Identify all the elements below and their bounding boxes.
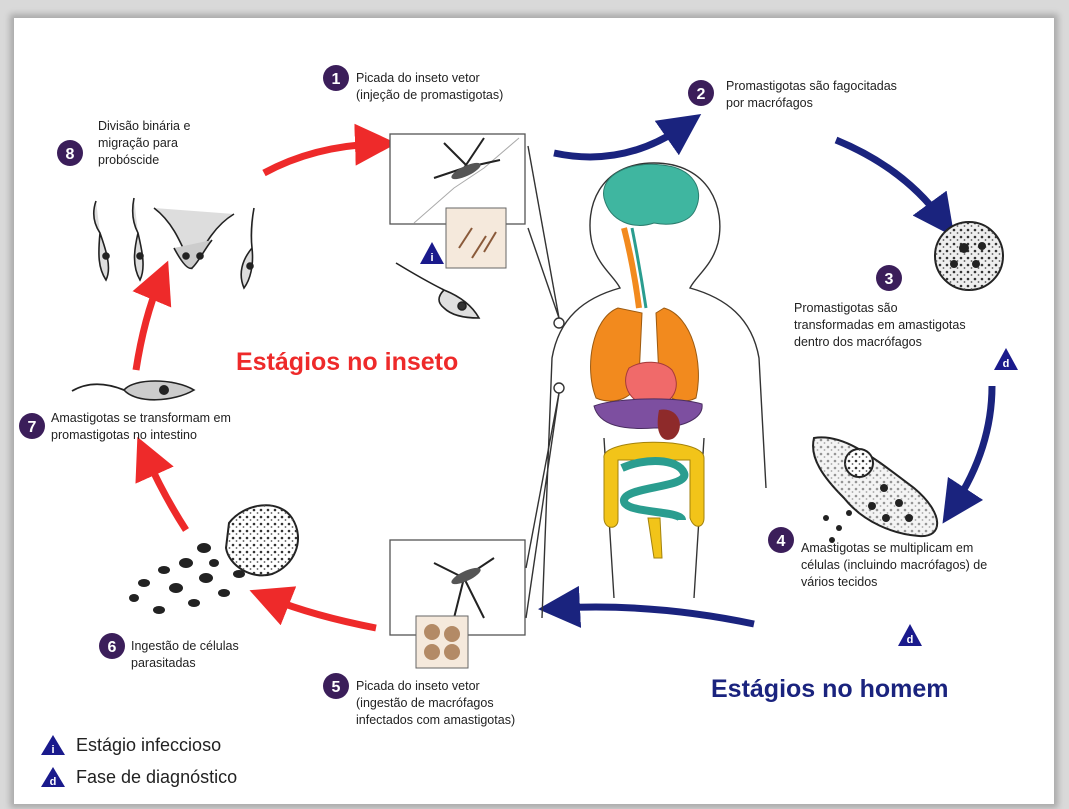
step-2-number-circle: 2 xyxy=(688,80,714,106)
infected-macrophage xyxy=(935,222,1003,290)
legend-infective-label: Estágio infeccioso xyxy=(76,735,221,756)
step-1-number-circle: 1 xyxy=(323,65,349,91)
step-6-number: 6 xyxy=(108,639,117,656)
step-1-number: 1 xyxy=(332,71,341,88)
elongating-promastigote xyxy=(72,381,194,400)
step-6-number-circle: 6 xyxy=(99,633,125,659)
diagnostic-badge-letter-4: d xyxy=(907,634,914,646)
arrow-3-to-4 xyxy=(954,386,992,506)
step-8-number-circle: 8 xyxy=(57,140,83,166)
step-4-label: Amastigotas se multiplicam em células (i… xyxy=(801,540,987,591)
insect-stages-title: Estágios no inseto xyxy=(236,348,458,377)
sandfly-bite-illustration xyxy=(390,134,525,268)
step-7-number-circle: 7 xyxy=(19,413,45,439)
diagnostic-stage-badge-step-4: d xyxy=(898,624,922,646)
promastigote-under-bite xyxy=(396,263,479,318)
arrow-1-to-2 xyxy=(554,126,684,157)
sandfly-bloodmeal-illustration xyxy=(390,540,525,668)
legend-diagnostic-label: Fase de diagnóstico xyxy=(76,767,237,788)
infective-badge-letter: i xyxy=(430,252,433,264)
organs xyxy=(591,164,704,558)
legend-infective: i Estágio infeccioso xyxy=(40,734,221,756)
step-3-label: Promastigotas são transformadas em amast… xyxy=(794,300,966,351)
step-5-number-circle: 5 xyxy=(323,673,349,699)
svg-text:i: i xyxy=(51,744,54,756)
infective-stage-icon: i xyxy=(40,734,66,756)
infective-stage-badge-step-1: i xyxy=(420,242,444,264)
step-6-label: Ingestão de células parasitadas xyxy=(131,638,239,672)
rectum-shape xyxy=(648,518,662,558)
diagnostic-stage-icon: d xyxy=(40,766,66,788)
step-4-number-circle: 4 xyxy=(768,527,794,553)
step-3-number: 3 xyxy=(885,271,894,288)
dividing-promastigotes xyxy=(94,198,254,288)
arrow-5-to-6 xyxy=(269,598,376,628)
step-3-number-circle: 3 xyxy=(876,265,902,291)
svg-text:d: d xyxy=(50,776,57,788)
step-8-label: Divisão binária e migração para probósci… xyxy=(98,118,190,169)
arrow-7-to-8 xyxy=(136,280,160,370)
step-1-label: Picada do inseto vetor (injeção de proma… xyxy=(356,70,503,104)
small-intestine-shape xyxy=(622,461,684,520)
liver-shape xyxy=(594,399,702,429)
arrow-8-to-1 xyxy=(264,144,376,173)
throat-shape xyxy=(624,228,639,308)
step-8-number: 8 xyxy=(66,146,75,163)
step-7-number: 7 xyxy=(28,419,37,436)
legend-diagnostic: d Fase de diagnóstico xyxy=(40,766,237,788)
step-5-number: 5 xyxy=(332,679,341,696)
arrow-4-to-5 xyxy=(559,607,754,624)
arrow-6-to-7 xyxy=(146,456,186,530)
diagnostic-badge-letter-3: d xyxy=(1003,358,1010,370)
human-stages-title: Estágios no homem xyxy=(711,675,949,704)
step-2-number: 2 xyxy=(697,86,706,103)
figure-card: 1 2 3 4 5 6 7 8 i d xyxy=(14,18,1054,804)
step-5-label: Picada do inseto vetor (ingestão de macr… xyxy=(356,678,515,729)
step-7-label: Amastigotas se transformam em promastigo… xyxy=(51,410,231,444)
tissue-cell-amastigotes xyxy=(813,437,937,543)
diagnostic-stage-badge-step-3: d xyxy=(994,348,1018,370)
arrow-2-to-3 xyxy=(836,140,942,220)
brain-shape xyxy=(604,164,699,225)
step-4-number: 4 xyxy=(777,533,786,550)
step-2-label: Promastigotas são fagocitadas por macróf… xyxy=(726,78,897,112)
